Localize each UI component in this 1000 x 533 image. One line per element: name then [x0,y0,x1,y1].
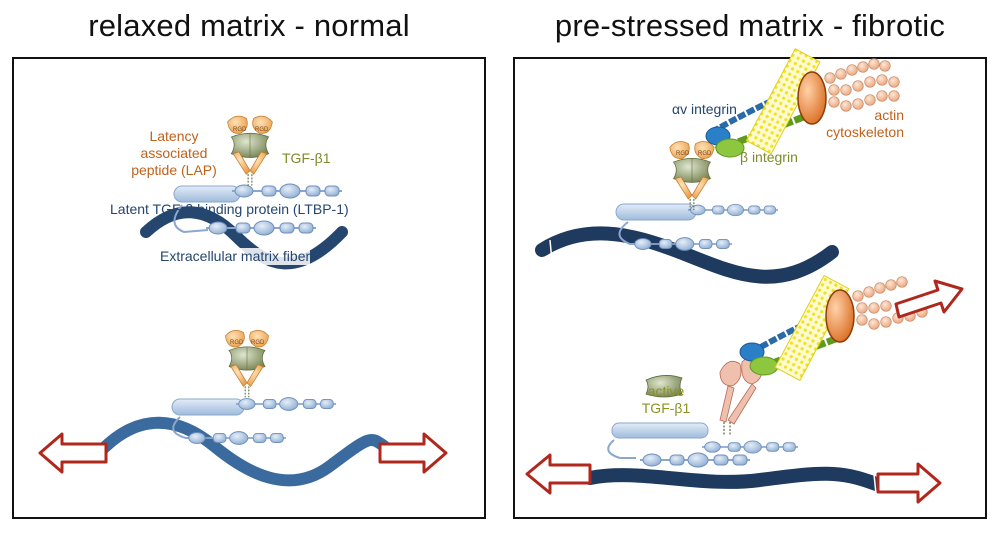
ltbp-protein [236,396,336,412]
right-panel-title: pre-stressed matrix - fibrotic [554,8,946,43]
pull-arrow-right [876,462,942,504]
ltbp-protein [640,452,750,468]
active-tgf-beta1 [645,375,683,398]
rgd-label: RGD [233,127,247,133]
ltbp-tube [611,422,709,439]
left-panel [12,57,486,519]
rgd-label: RGD [255,127,269,133]
rgd-label: RGD [230,340,244,346]
ltbp-tether [607,439,636,459]
ltbp-tube [171,398,245,416]
ecm-fiber-stretched [583,466,883,491]
ltbp-protein [206,220,316,236]
ltbp-tether [172,416,196,439]
actin-label-line2: cytoskeleton [826,124,904,140]
actin-adaptor [797,71,827,125]
rgd-label: RGD [251,340,265,346]
right-panel [513,57,987,519]
ltbp-tether [173,204,209,234]
b-integrin-label: β integrin [740,149,798,165]
ltbp-protein [688,203,778,217]
left-panel-title: relaxed matrix - normal [88,8,410,43]
fiber-nick [873,473,877,495]
actin-label-line1: actin [874,107,904,123]
lap-label: Latency associated peptide (LAP) [126,128,222,179]
rgd-label: RGD [698,151,712,157]
av-integrin-label: αv integrin [672,101,737,117]
ecm-fiber-label: Extracellular matrix fiber [160,248,311,265]
ltbp-tube [173,185,241,203]
active-label-line2: TGF-β1 [641,400,691,416]
active-tgf-label: active TGF-β1 [626,383,706,417]
ecm-fiber-stretched [94,416,390,487]
ltbp-label: Latent TGF-β binding protein (LTBP-1) [110,201,349,217]
active-label-line1: active [647,383,685,399]
actin-cytoskeleton-label: actin cytoskeleton [820,107,904,141]
ltbp-protein [186,430,286,446]
tgf-beta1-label: TGF-β1 [282,150,331,166]
actin-filament [824,58,900,112]
ecm-fiber [535,226,839,284]
ltbp-protein [702,439,798,455]
pull-arrow-left [38,432,108,474]
cell-membrane [745,48,821,155]
ltbp-protein [632,236,732,252]
actin-adaptor [825,289,855,343]
pull-arrow-actin [894,279,964,319]
pull-arrow-left [525,453,592,495]
ltbp-tether [618,221,642,245]
pull-arrow-right [378,432,448,474]
ltbp-protein [232,183,342,199]
ltbp-tube [615,203,697,221]
fiber-nick [549,239,553,263]
rgd-label: RGD [676,151,690,157]
lap-label-text: Latency associated peptide (LAP) [131,128,217,178]
